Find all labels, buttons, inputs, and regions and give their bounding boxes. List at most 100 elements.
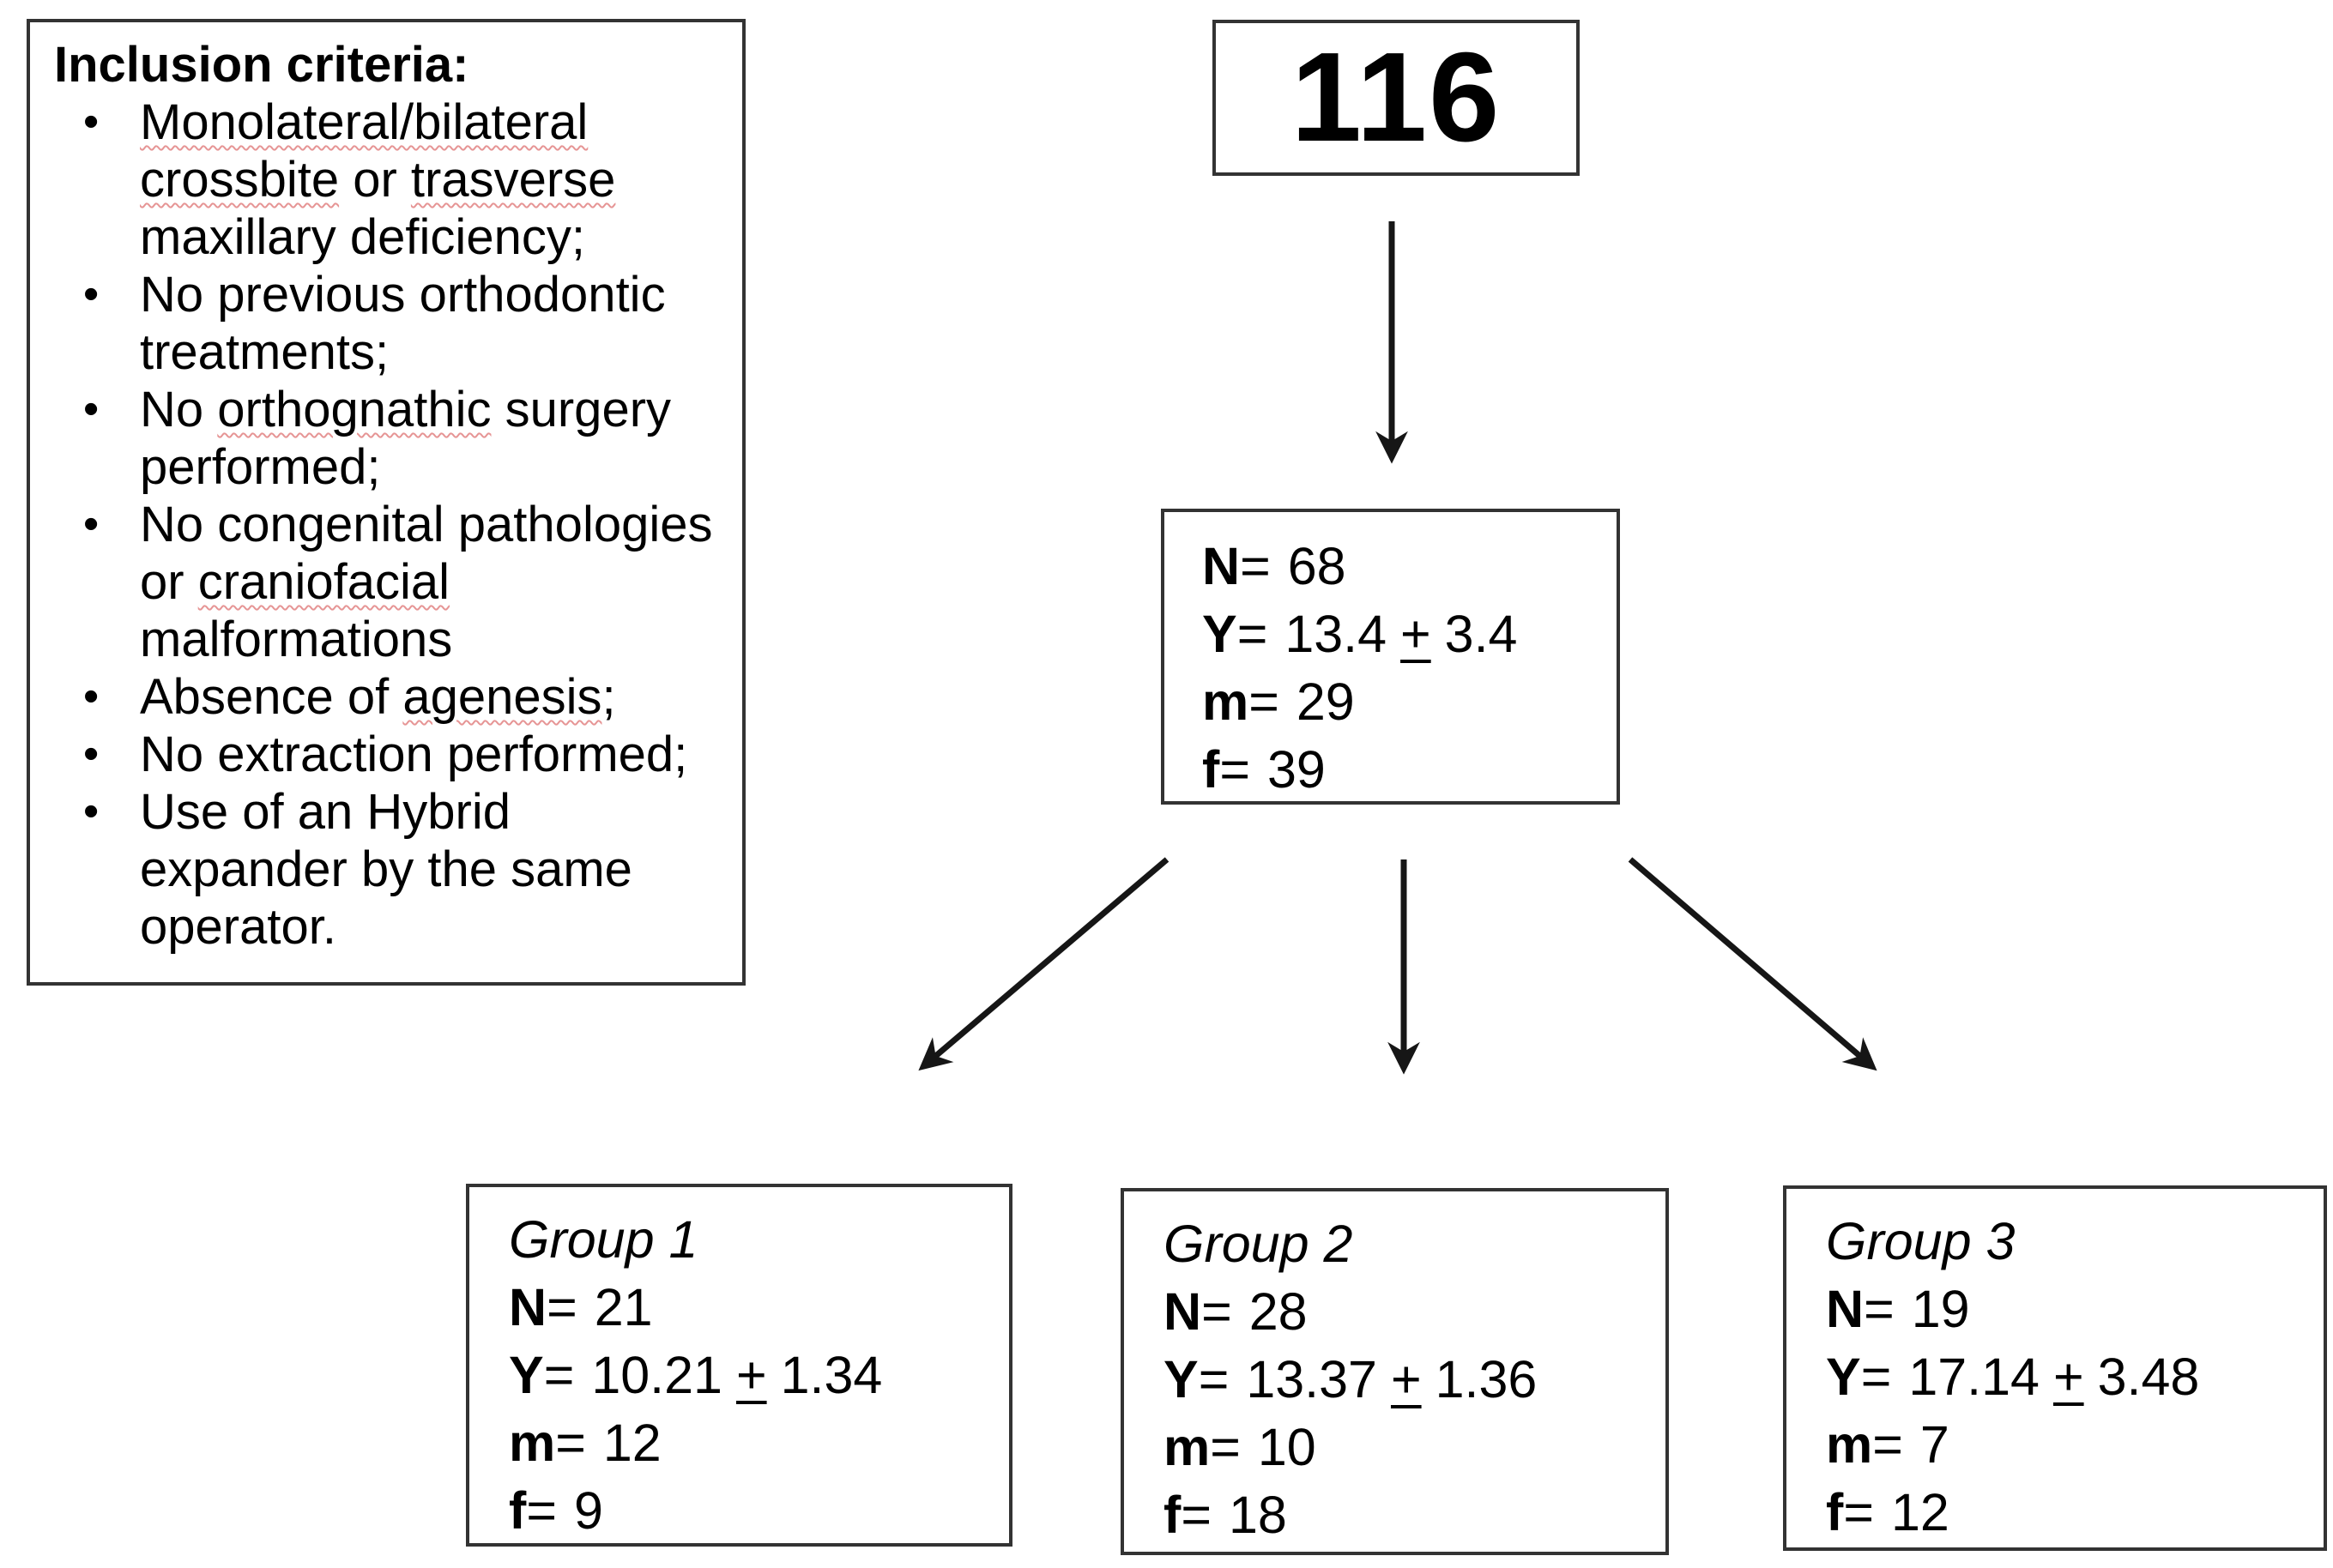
stat-value-f: 12	[1890, 1483, 1949, 1541]
inclusion-item: • Absence of agenesis;	[54, 668, 734, 726]
stat-label-y: Y	[1202, 605, 1237, 663]
equals-sign: =	[1860, 1348, 1892, 1406]
equals-sign: =	[547, 1278, 577, 1336]
text-segment: ;	[601, 669, 616, 725]
text-segment: treatments;	[140, 324, 390, 380]
inclusion-item-line: Absence of agenesis;	[140, 668, 734, 726]
inclusion-item-line: No previous orthodontic	[140, 266, 734, 323]
misspelled-word: orthognathic	[217, 382, 492, 437]
stat-line-y: Y=13.4+3.4	[1202, 600, 1611, 668]
inclusion-item-text: Absence of agenesis;	[140, 668, 734, 726]
stat-line-y: Y=10.21+1.34	[509, 1342, 1004, 1409]
plus-minus-sign: +	[1400, 605, 1431, 663]
stat-value-y-sd: 1.36	[1435, 1350, 1538, 1408]
stat-line-y: Y=13.37+1.36	[1163, 1346, 1660, 1414]
stat-line-n: N= 28	[1163, 1278, 1660, 1346]
stat-line-m: m= 12	[509, 1409, 1004, 1477]
stat-label-y: Y	[1826, 1348, 1861, 1406]
equals-sign: =	[1872, 1415, 1903, 1474]
inclusion-item-line: operator.	[140, 898, 734, 956]
total-sample-value: 116	[1290, 27, 1502, 168]
text-segment: surgery	[491, 382, 672, 437]
stat-value-y-sd: 1.34	[780, 1346, 883, 1404]
misspelled-word: trasverse	[410, 152, 616, 208]
inclusion-item-line: crossbite or trasverse	[140, 151, 734, 208]
stat-label-n: N	[509, 1278, 547, 1336]
inclusion-item: • No extraction performed;	[54, 726, 734, 783]
stat-label-f: f	[1826, 1483, 1844, 1541]
arrow-cohort-to-group1	[918, 857, 1170, 1071]
stat-line-n: N=21	[509, 1274, 1004, 1342]
text-segment: malformations	[140, 612, 453, 667]
text-segment: operator.	[140, 899, 336, 955]
equals-sign: =	[1181, 1486, 1212, 1544]
text-segment: No extraction performed;	[140, 727, 688, 782]
bullet-dot: •	[83, 499, 100, 549]
equals-sign: =	[1240, 537, 1271, 595]
stat-value-y-mean: 13.37	[1246, 1350, 1377, 1408]
stat-value-m: 12	[602, 1414, 662, 1472]
total-sample-box: 116	[1212, 20, 1580, 176]
stat-value-f: 18	[1228, 1486, 1287, 1544]
text-segment: No	[140, 382, 218, 437]
stat-label-f: f	[509, 1481, 527, 1540]
plus-minus-sign: +	[2052, 1348, 2084, 1406]
stat-value-m: 10	[1257, 1418, 1316, 1476]
stat-line-f: f=12	[1826, 1479, 2318, 1547]
inclusion-criteria-title: Inclusion criteria:	[54, 37, 469, 93]
stat-value-y-sd: 3.48	[2097, 1348, 2200, 1406]
bullet-dot: •	[83, 672, 100, 721]
stat-label-n: N	[1163, 1282, 1202, 1341]
inclusion-criteria-box: Inclusion criteria: • Monolateral/bilater…	[27, 19, 746, 986]
stat-label-m: m	[1826, 1415, 1873, 1474]
equals-sign: =	[1198, 1350, 1230, 1408]
stat-label-n: N	[1202, 537, 1241, 595]
equals-sign: =	[1236, 605, 1268, 663]
text-segment: or	[140, 554, 198, 610]
plus-minus-sign: +	[735, 1346, 767, 1404]
stat-value-n: 28	[1248, 1282, 1308, 1341]
equals-sign: =	[555, 1414, 586, 1472]
stat-label-f: f	[1202, 740, 1220, 799]
inclusion-item-line: Use of an Hybrid	[140, 783, 734, 841]
cohort-box: N=68 Y=13.4+3.4 m=29 f=39	[1161, 509, 1620, 805]
stat-label-f: f	[1163, 1486, 1182, 1544]
equals-sign: =	[1201, 1282, 1232, 1341]
inclusion-item-line: No extraction performed;	[140, 726, 734, 783]
stat-value-y-sd: 3.4	[1444, 605, 1518, 663]
group3-title: Group 3	[1826, 1212, 2016, 1270]
stat-value-y-mean: 17.14	[1908, 1348, 2040, 1406]
text-segment: No previous orthodontic	[140, 267, 666, 323]
stat-label-n: N	[1826, 1280, 1865, 1338]
arrow-cohort-to-group3	[1628, 857, 1877, 1071]
equals-sign: =	[526, 1481, 557, 1540]
stat-line-f: f= 18	[1163, 1481, 1660, 1549]
bullet-dot: •	[83, 787, 100, 836]
inclusion-item-line: maxillary deficiency;	[140, 208, 734, 266]
inclusion-item-line: or craniofacial	[140, 553, 734, 611]
stat-line-f: f=9	[509, 1477, 1004, 1545]
group1-title: Group 1	[509, 1210, 698, 1269]
stat-line-y: Y= 17.14+3.48	[1826, 1343, 2318, 1411]
stat-label-m: m	[509, 1414, 556, 1472]
stat-value-f: 39	[1266, 740, 1326, 799]
stat-label-y: Y	[1163, 1350, 1199, 1408]
stat-line-m: m=10	[1163, 1414, 1660, 1481]
group1-box: Group 1 N=21 Y=10.21+1.34 m=12 f=9	[466, 1184, 1012, 1547]
equals-sign: =	[1210, 1418, 1241, 1476]
inclusion-item-line: treatments;	[140, 323, 734, 381]
equals-sign: =	[1864, 1280, 1895, 1338]
bullet-dot: •	[83, 729, 100, 779]
group2-title: Group 2	[1163, 1215, 1353, 1273]
